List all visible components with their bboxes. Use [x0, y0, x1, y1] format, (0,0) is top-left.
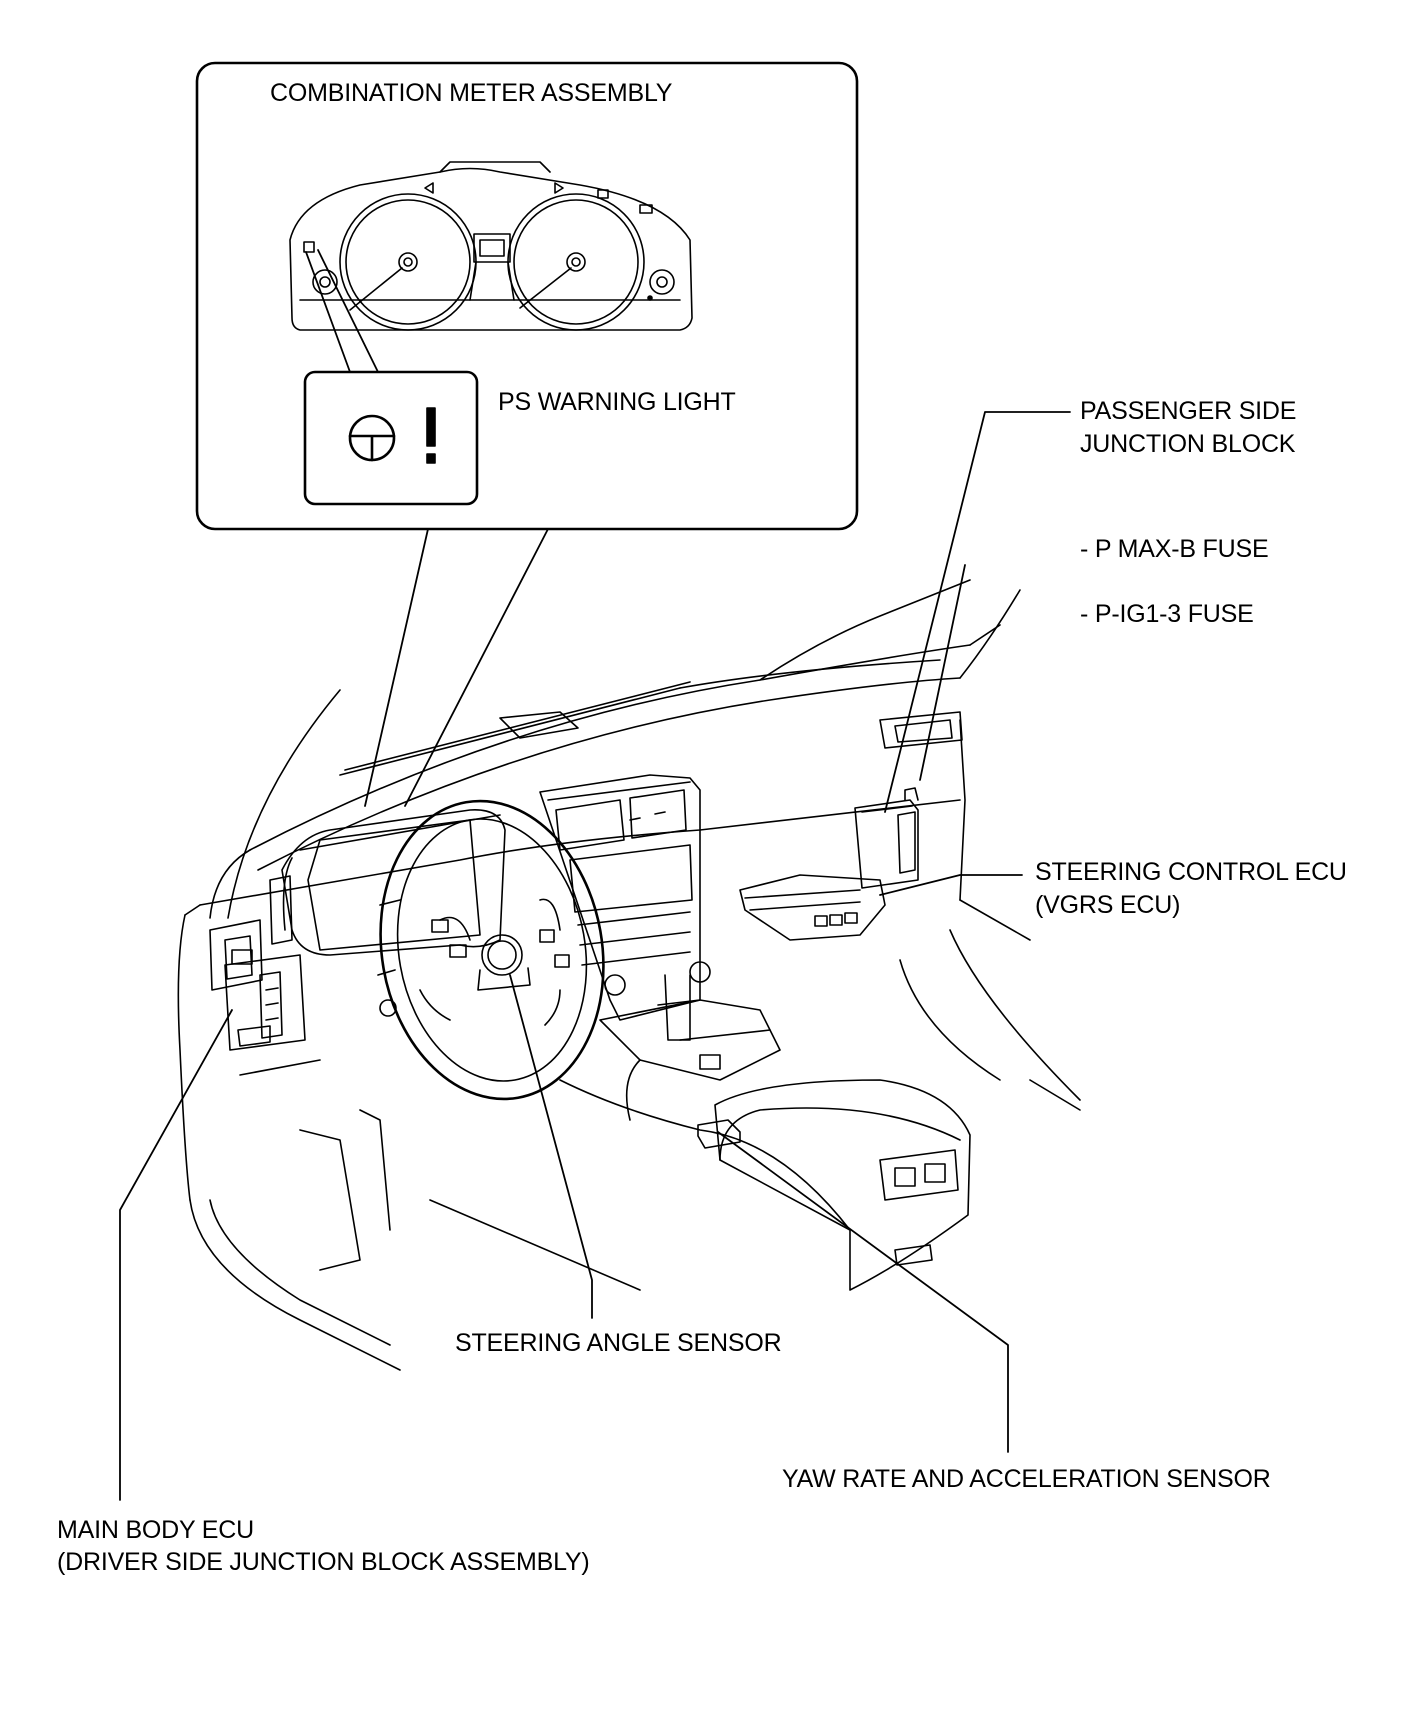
label-yaw-rate-sensor: YAW RATE AND ACCELERATION SENSOR: [782, 1465, 1271, 1493]
label-passenger-jb-line1: PASSENGER SIDE: [1080, 397, 1297, 425]
label-steering-ecu-line2: (VGRS ECU): [1035, 891, 1181, 919]
leader-fuses: [919, 564, 966, 781]
dashboard-illustration: [177, 579, 1081, 1371]
label-fuse-pmaxb: - P MAX-B FUSE: [1080, 535, 1269, 563]
label-combination-meter: COMBINATION METER ASSEMBLY: [270, 79, 673, 107]
leader-main-body: [119, 1009, 233, 1501]
label-fuse-pig13: - P-IG1-3 FUSE: [1080, 600, 1254, 628]
label-ps-warning-light: PS WARNING LIGHT: [498, 388, 736, 416]
leader-steering-ecu: [879, 874, 1023, 896]
label-steering-angle-sensor: STEERING ANGLE SENSOR: [455, 1329, 782, 1357]
leader-passenger-jb: [884, 411, 1071, 813]
label-main-body-line2: (DRIVER SIDE JUNCTION BLOCK ASSEMBLY): [57, 1548, 590, 1576]
label-steering-ecu-line1: STEERING CONTROL ECU: [1035, 858, 1347, 886]
leader-yaw-rate: [717, 1131, 1009, 1453]
leader-steering-angle: [509, 974, 593, 1319]
meter-inset-box: [195, 61, 859, 531]
label-passenger-jb-line2: JUNCTION BLOCK: [1080, 430, 1296, 458]
label-main-body-line1: MAIN BODY ECU: [57, 1516, 254, 1544]
combination-meter-illustration: [289, 161, 693, 331]
ps-warning-light-icon: [303, 370, 479, 506]
